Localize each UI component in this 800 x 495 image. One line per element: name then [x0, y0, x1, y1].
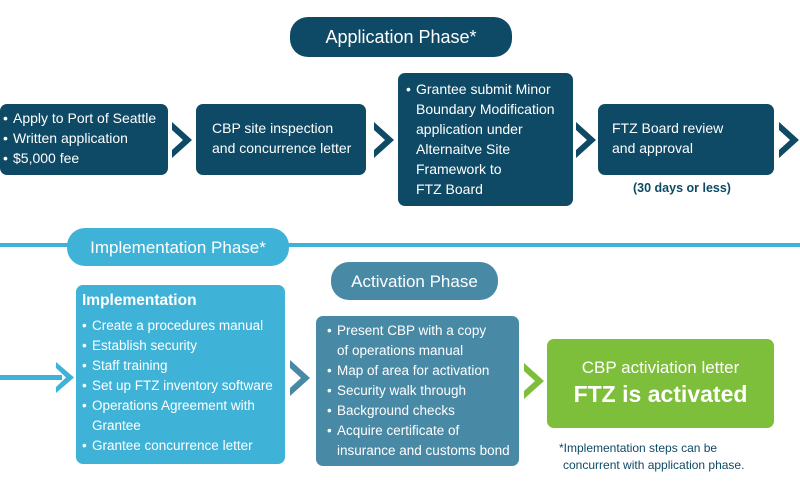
flow-arrow-icon — [524, 363, 544, 399]
step-ftz-line: FTZ Board review — [612, 120, 724, 136]
list-item: Grantee submit Minor — [406, 79, 573, 99]
list-item: Operations Agreement with — [82, 396, 285, 416]
list-item: Staff training — [82, 356, 285, 376]
implementation-phase-title-text: Implementation Phase* — [90, 237, 266, 257]
activation-list: Present CBP with a copy — [327, 321, 519, 341]
implementation-list-tail: Grantee concurrence letter — [82, 436, 285, 456]
activation-box: Present CBP with a copy of operations ma… — [316, 316, 519, 466]
ftz-board-note: (30 days or less) — [633, 181, 731, 195]
list-item: Written application — [3, 128, 168, 148]
step-grantee-line: Framework to — [416, 161, 502, 177]
activation-phase-title-text: Activation Phase — [351, 271, 478, 291]
step-grantee-line: FTZ Board — [416, 181, 483, 197]
step-ftz-line: and approval — [612, 140, 693, 156]
step-grantee-submit-box: Grantee submit Minor Boundary Modificati… — [398, 73, 573, 206]
list-item: Background checks — [327, 401, 519, 421]
step-grantee-line: Alternaitve Site — [416, 141, 511, 157]
implementation-box-heading: Implementation — [82, 292, 197, 309]
activation-list-continuation: insurance and customs bond — [337, 443, 510, 458]
list-item: Apply to Port of Seattle — [3, 108, 168, 128]
step-ftz-board-box: FTZ Board review and approval — [598, 104, 774, 175]
flow-arrow-icon — [779, 122, 799, 158]
list-item: Grantee concurrence letter — [82, 436, 285, 456]
list-item: Acquire certificate of — [327, 421, 519, 441]
step-apply-list: Apply to Port of Seattle Written applica… — [3, 108, 168, 168]
step-cbp-line: CBP site inspection — [212, 120, 334, 136]
list-item: Set up FTZ inventory software — [82, 376, 285, 396]
step-grantee-list: Grantee submit Minor — [406, 79, 573, 99]
list-item: Create a procedures manual — [82, 316, 285, 336]
implementation-list-continuation: Grantee — [92, 418, 141, 433]
step-cbp-inspection-box: CBP site inspection and concurrence lett… — [196, 104, 366, 175]
result-line-1: CBP activiation letter — [581, 358, 740, 377]
application-phase-title-text: Application Phase* — [325, 27, 477, 47]
implementation-box: Implementation Create a procedures manua… — [76, 285, 285, 464]
flow-arrow-icon — [374, 122, 394, 158]
list-item: Present CBP with a copy — [327, 321, 519, 341]
activation-list-continuation: of operations manual — [337, 343, 464, 358]
application-phase-title: Application Phase* — [290, 17, 512, 57]
incoming-arrow-icon — [0, 362, 74, 393]
step-cbp-line: and concurrence letter — [212, 140, 352, 156]
implementation-phase-divider — [0, 243, 800, 247]
activation-list-mid: Map of area for activation Security walk… — [327, 361, 519, 441]
step-apply-box: Apply to Port of Seattle Written applica… — [0, 104, 168, 175]
step-grantee-line: application under — [416, 121, 523, 137]
list-item: $5,000 fee — [3, 148, 168, 168]
result-line-2: FTZ is activated — [573, 381, 748, 407]
implementation-list: Create a procedures manual Establish sec… — [82, 316, 285, 416]
footnote-line: concurrent with application phase. — [563, 458, 745, 472]
flow-arrow-icon — [290, 360, 310, 396]
flow-arrow-icon — [172, 122, 192, 158]
step-grantee-line: Boundary Modification — [416, 101, 555, 117]
activation-phase-title: Activation Phase — [331, 262, 498, 300]
list-item: Establish security — [82, 336, 285, 356]
flow-arrow-icon — [576, 122, 596, 158]
footnote-line: *Implementation steps can be — [559, 441, 718, 455]
footnote: *Implementation steps can be concurrent … — [559, 440, 744, 474]
list-item: Security walk through — [327, 381, 519, 401]
activation-result-box: CBP activiation letter FTZ is activated — [547, 339, 774, 428]
implementation-phase-title: Implementation Phase* — [67, 228, 289, 266]
list-item: Map of area for activation — [327, 361, 519, 381]
